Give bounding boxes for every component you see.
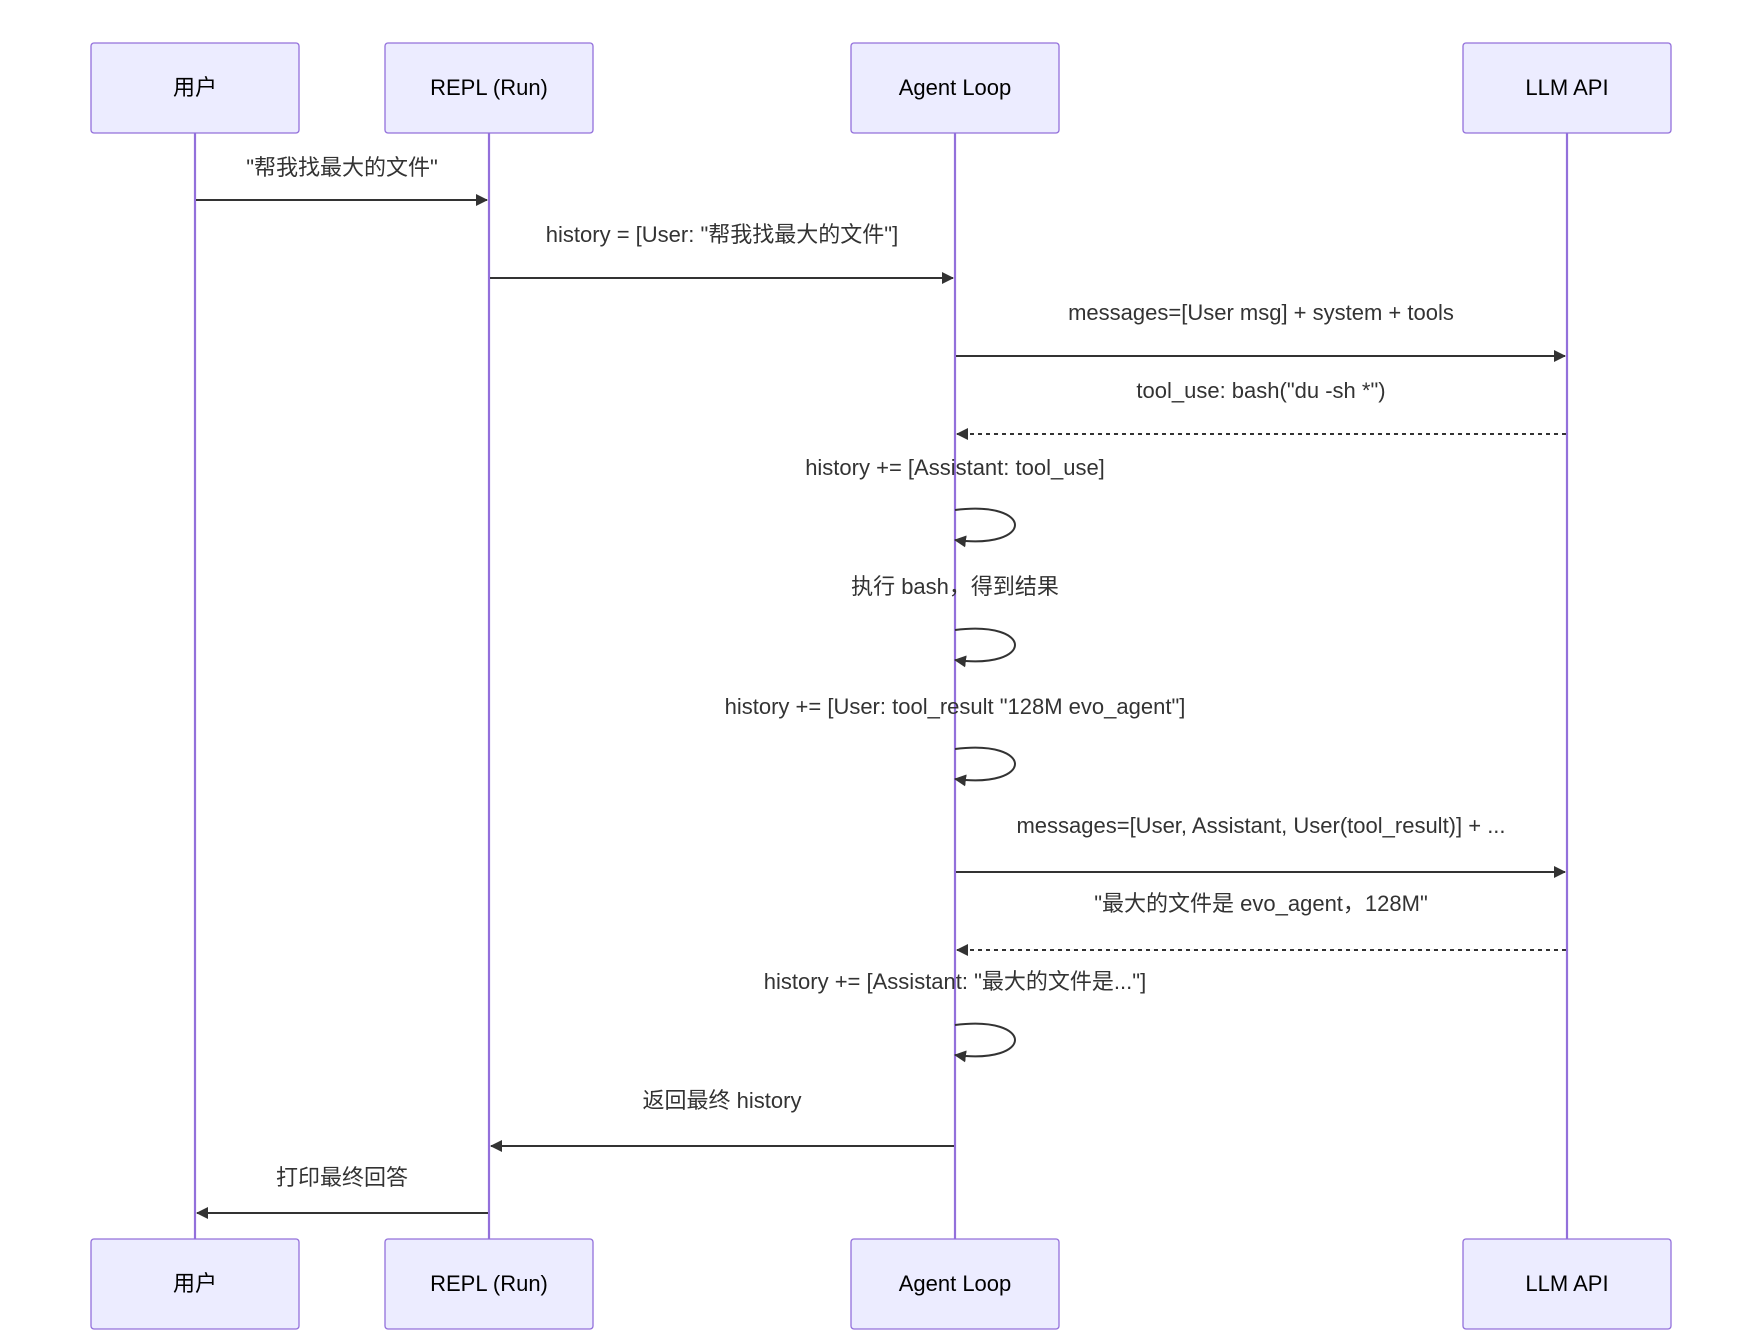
actor-repl-top: REPL (Run)	[384, 42, 594, 134]
actor-user-bottom: 用户	[90, 1238, 300, 1330]
message-label: history += [Assistant: "最大的文件是..."]	[764, 969, 1146, 994]
message-label: "帮我找最大的文件"	[246, 155, 438, 180]
message-2: history = [User: "帮我找最大的文件"]	[490, 222, 954, 284]
actor-box	[850, 1238, 1060, 1330]
message-label: history += [Assistant: tool_use]	[805, 455, 1105, 480]
actor-box	[90, 42, 300, 134]
actor-llm-bottom: LLM API	[1462, 1238, 1672, 1330]
message-label: 执行 bash，得到结果	[851, 574, 1059, 599]
actor-label: 用户	[173, 75, 217, 100]
actor-agent-bottom: Agent Loop	[850, 1238, 1060, 1330]
message-label: 打印最终回答	[276, 1165, 408, 1190]
actor-box	[90, 1238, 300, 1330]
actor-user-top: 用户	[90, 42, 300, 134]
message-label: 返回最终 history	[643, 1088, 802, 1113]
message-label: history = [User: "帮我找最大的文件"]	[546, 222, 898, 247]
message-10: history += [Assistant: "最大的文件是..."]	[764, 969, 1146, 1063]
actor-agent-top: Agent Loop	[850, 42, 1060, 134]
self-loop-arrow	[954, 746, 1016, 787]
message-label: messages=[User, Assistant, User(tool_res…	[1016, 813, 1505, 838]
message-label: tool_use: bash("du -sh *")	[1136, 378, 1385, 403]
actor-label: Agent Loop	[899, 1271, 1012, 1296]
actor-label: LLM API	[1525, 75, 1608, 100]
self-loop-arrow	[954, 507, 1016, 548]
message-label: messages=[User msg] + system + tools	[1068, 300, 1454, 325]
self-loop-arrow	[954, 1022, 1016, 1063]
self-loop-arrow	[954, 627, 1016, 668]
actor-box	[384, 42, 594, 134]
actor-box	[384, 1238, 594, 1330]
message-5: history += [Assistant: tool_use]	[805, 455, 1105, 548]
actor-box	[1462, 42, 1672, 134]
actor-label: REPL (Run)	[430, 75, 548, 100]
message-6: 执行 bash，得到结果	[851, 574, 1059, 668]
message-11: 返回最终 history	[490, 1088, 954, 1152]
message-label: history += [User: tool_result "128M evo_…	[725, 694, 1186, 719]
actor-repl-bottom: REPL (Run)	[384, 1238, 594, 1330]
message-8: messages=[User, Assistant, User(tool_res…	[956, 813, 1566, 878]
message-12: 打印最终回答	[196, 1165, 488, 1219]
actor-label: Agent Loop	[899, 75, 1012, 100]
actor-label: REPL (Run)	[430, 1271, 548, 1296]
message-4: tool_use: bash("du -sh *")	[956, 378, 1566, 440]
actor-box	[850, 42, 1060, 134]
actor-box	[1462, 1238, 1672, 1330]
actor-label: 用户	[173, 1271, 217, 1296]
message-9: "最大的文件是 evo_agent，128M"	[956, 891, 1566, 956]
message-label: "最大的文件是 evo_agent，128M"	[1094, 891, 1428, 916]
message-7: history += [User: tool_result "128M evo_…	[725, 694, 1186, 787]
actor-label: LLM API	[1525, 1271, 1608, 1296]
message-3: messages=[User msg] + system + tools	[956, 300, 1566, 362]
actor-llm-top: LLM API	[1462, 42, 1672, 134]
message-1: "帮我找最大的文件"	[196, 155, 488, 206]
